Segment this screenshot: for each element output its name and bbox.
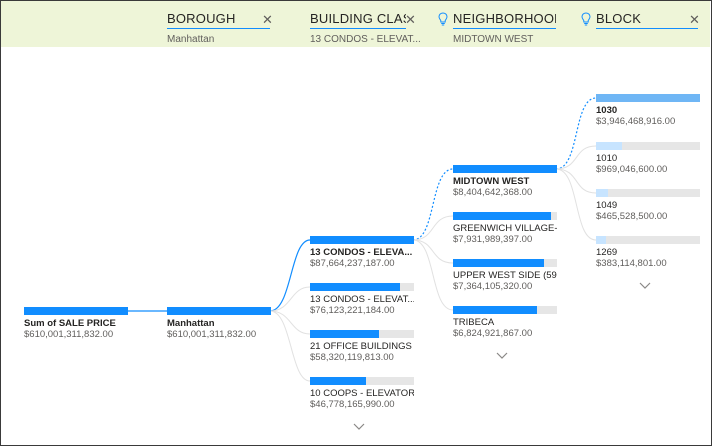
level-filter: 13 CONDOS - ELEVAT...	[310, 34, 421, 45]
node-label: 13 CONDOS - ELEVAT...	[310, 294, 414, 305]
node-label: 13 CONDOS - ELEVA...	[310, 247, 413, 258]
level-header-building-class[interactable]: BUILDING CLAS... 13 CONDOS - ELEVAT...	[310, 10, 421, 45]
tree-node-block[interactable]: 1269 $383,114,801.00	[596, 236, 700, 269]
tree-node-neighborhood[interactable]: GREENWICH VILLAGE-... $7,931,989,397.00	[453, 212, 557, 245]
chevron-down-icon[interactable]	[639, 282, 651, 290]
node-bar-fill	[310, 283, 401, 291]
node-label: Manhattan	[167, 318, 215, 329]
node-bar	[24, 307, 128, 315]
node-bar	[453, 165, 557, 173]
node-label: GREENWICH VILLAGE-...	[453, 223, 557, 234]
node-bar-fill	[310, 377, 366, 385]
level-header-block[interactable]: BLOCK	[596, 10, 698, 34]
node-bar-fill	[24, 307, 128, 315]
level-header-borough[interactable]: BOROUGH Manhattan	[167, 10, 270, 45]
node-bar-fill	[167, 307, 271, 315]
tree-node-block[interactable]: 1030 $3,946,468,916.00	[596, 94, 700, 127]
node-value: $76,123,221,184.00	[310, 305, 395, 316]
node-value: $58,320,119,813.00	[310, 352, 394, 363]
node-value: $610,001,311,832.00	[24, 329, 114, 340]
node-bar-fill	[453, 165, 557, 173]
node-bar	[310, 377, 414, 385]
node-bar-fill	[596, 189, 609, 197]
node-bar-fill	[453, 212, 552, 220]
lightbulb-icon	[581, 12, 591, 26]
node-value: $46,778,165,990.00	[310, 399, 395, 410]
tree-node-root[interactable]: Sum of SALE PRICE $610,001,311,832.00	[24, 307, 128, 340]
node-label: 10 COOPS - ELEVATOR...	[310, 388, 414, 399]
tree-node-neighborhood[interactable]: UPPER WEST SIDE (59-... $7,364,105,320.0…	[453, 259, 557, 292]
level-title[interactable]: BLOCK	[596, 10, 698, 29]
node-bar	[453, 306, 557, 314]
node-bar	[167, 307, 271, 315]
node-label: Sum of SALE PRICE	[24, 318, 116, 329]
node-bar-fill	[310, 236, 414, 244]
chevron-down-icon[interactable]	[496, 352, 508, 360]
tree-node-building-class[interactable]: 13 CONDOS - ELEVAT... $76,123,221,184.00	[310, 283, 414, 316]
node-bar-fill	[453, 259, 545, 267]
node-bar	[310, 330, 414, 338]
tree-node-building-class[interactable]: 10 COOPS - ELEVATOR... $46,778,165,990.0…	[310, 377, 414, 410]
node-bar	[453, 259, 557, 267]
level-filter: MIDTOWN WEST	[453, 34, 534, 45]
node-label: 1010	[596, 153, 618, 164]
node-value: $7,931,989,397.00	[453, 234, 533, 245]
node-value: $610,001,311,832.00	[167, 329, 257, 340]
node-label: TRIBECA	[453, 317, 495, 328]
node-value: $8,404,642,368.00	[453, 187, 533, 198]
node-bar	[310, 283, 414, 291]
tree-node-block[interactable]: 1049 $465,528,500.00	[596, 189, 700, 222]
node-bar	[310, 236, 414, 244]
node-value: $465,528,500.00	[596, 211, 668, 222]
level-title[interactable]: BOROUGH	[167, 10, 270, 29]
node-value: $87,664,237,187.00	[310, 258, 395, 269]
node-bar	[453, 212, 557, 220]
node-label: 1030	[596, 105, 618, 116]
tree-node-block[interactable]: 1010 $969,046,600.00	[596, 142, 700, 175]
node-bar	[596, 142, 700, 150]
node-label: 21 OFFICE BUILDINGS	[310, 341, 412, 352]
node-value: $6,824,921,867.00	[453, 328, 533, 339]
node-bar-fill	[596, 236, 607, 244]
chevron-down-icon[interactable]	[353, 423, 365, 431]
node-value: $3,946,468,916.00	[596, 116, 676, 127]
node-label: 1269	[596, 247, 618, 258]
level-header-neighborhood[interactable]: NEIGHBORHOOD MIDTOWN WEST	[453, 10, 556, 45]
node-bar-fill	[596, 142, 622, 150]
node-bar	[596, 236, 700, 244]
level-title[interactable]: NEIGHBORHOOD	[453, 10, 556, 29]
node-value: $383,114,801.00	[596, 258, 667, 269]
node-label: 1049	[596, 200, 618, 211]
node-value: $7,364,105,320.00	[453, 281, 533, 292]
tree-node-building-class[interactable]: 13 CONDOS - ELEVA... $87,664,237,187.00	[310, 236, 414, 269]
node-label: UPPER WEST SIDE (59-...	[453, 270, 557, 281]
close-icon[interactable]: ✕	[262, 12, 273, 27]
level-filter: Manhattan	[167, 34, 215, 45]
tree-node-borough[interactable]: Manhattan $610,001,311,832.00	[167, 307, 271, 340]
node-bar-fill	[310, 330, 380, 338]
node-bar-fill	[596, 94, 700, 102]
node-bar	[596, 189, 700, 197]
node-label: MIDTOWN WEST	[453, 176, 530, 187]
node-bar-fill	[453, 306, 538, 314]
close-icon[interactable]: ✕	[689, 12, 700, 27]
tree-node-neighborhood[interactable]: TRIBECA $6,824,921,867.00	[453, 306, 557, 339]
lightbulb-icon	[438, 12, 448, 26]
node-bar	[596, 94, 700, 102]
level-header-band	[1, 1, 710, 47]
tree-node-neighborhood[interactable]: MIDTOWN WEST $8,404,642,368.00	[453, 165, 557, 198]
tree-node-building-class[interactable]: 21 OFFICE BUILDINGS $58,320,119,813.00	[310, 330, 414, 363]
close-icon[interactable]: ✕	[405, 12, 416, 27]
node-value: $969,046,600.00	[596, 164, 668, 175]
level-title[interactable]: BUILDING CLAS...	[310, 10, 406, 29]
